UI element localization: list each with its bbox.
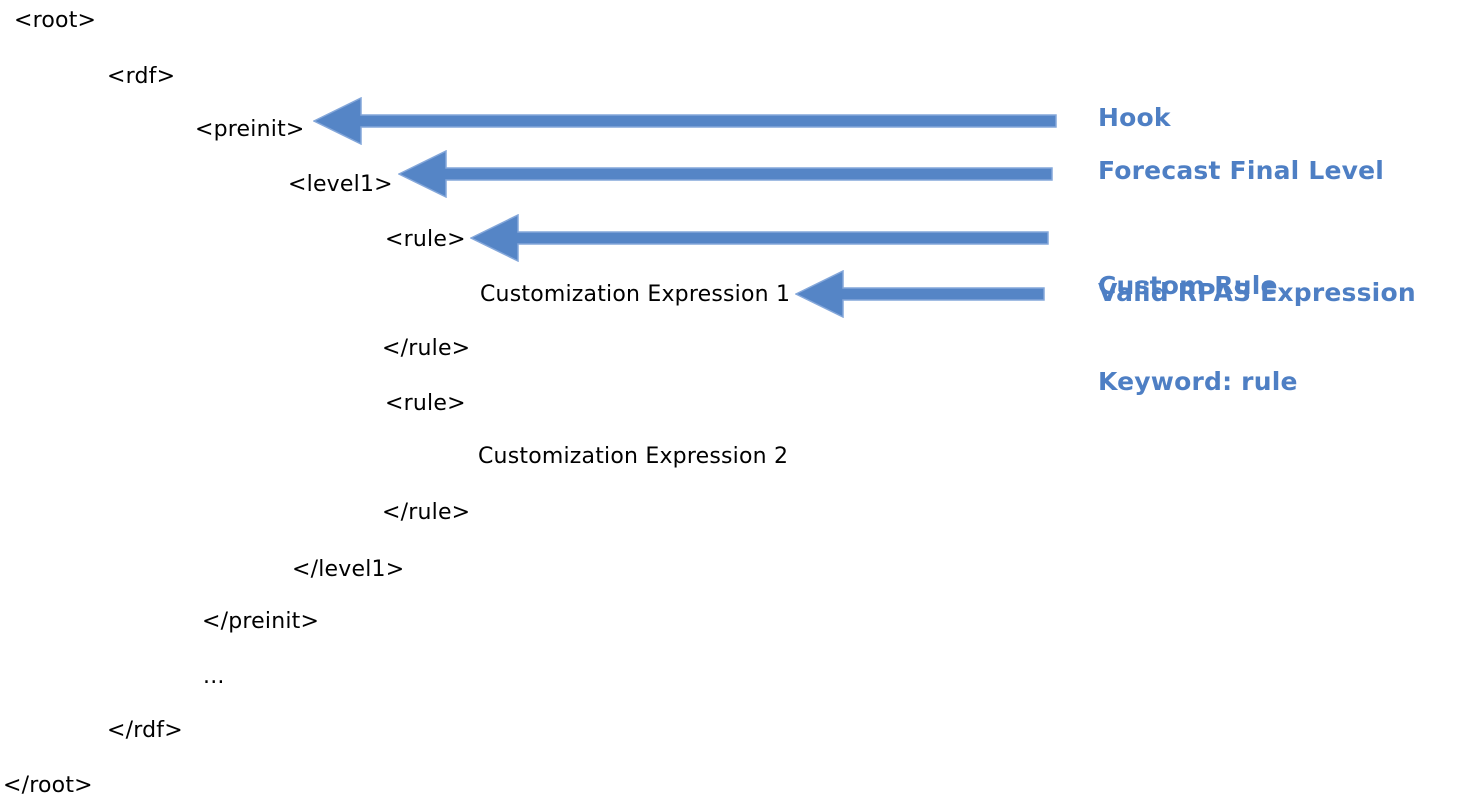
annotation-custom-rule-line1: Custom Rule [1098,271,1278,300]
xml-line-level1-close: </level1> [292,557,405,582]
arrow-custom-rule-icon [470,214,1049,262]
xml-line-root-open: <root> [14,8,97,33]
xml-line-level1-open: <level1> [288,172,393,197]
annotation-valid-rpas-expression: Valid RPAS Expression [1098,278,1416,307]
xml-line-rule1-close: </rule> [382,336,471,361]
annotation-forecast-final-level: Forecast Final Level [1098,156,1385,185]
annotation-custom-rule-line2: Keyword: rule [1098,367,1298,396]
xml-line-rdf-open: <rdf> [107,64,176,89]
annotation-hook: Hook [1098,103,1171,132]
xml-line-rule2-close: </rule> [382,500,471,525]
xml-line-expression-1: Customization Expression 1 [480,282,791,307]
xml-line-root-close: </root> [3,773,93,798]
arrow-forecast-final-level-icon [398,150,1053,198]
arrow-valid-rpas-expression-icon [795,270,1045,318]
xml-line-rule1-open: <rule> [385,227,466,252]
annotation-custom-rule: Custom Rule Keyword: rule [1098,206,1298,462]
xml-line-rule2-open: <rule> [385,391,466,416]
xml-line-expression-2: Customization Expression 2 [478,444,789,469]
arrow-hook-icon [313,97,1057,145]
xml-line-preinit-close: </preinit> [202,609,320,634]
xml-line-rdf-close: </rdf> [107,718,183,743]
xml-line-preinit-open: <preinit> [195,117,305,142]
xml-line-ellipsis: ... [203,664,225,689]
